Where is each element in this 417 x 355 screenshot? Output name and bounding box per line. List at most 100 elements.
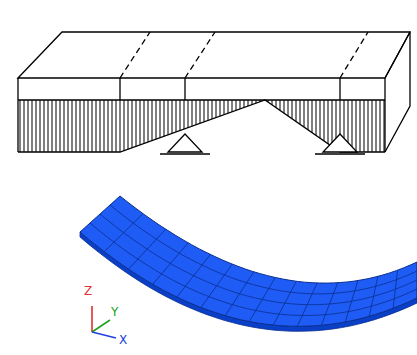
hatch-line: [136, 100, 137, 146]
hatch-line: [208, 100, 209, 120]
beam-box: [18, 32, 410, 152]
hatch-line: [28, 100, 29, 152]
mesh-line: [110, 205, 417, 294]
edge: [184, 78, 185, 100]
hatch-line: [40, 100, 41, 152]
hatch-line: [376, 100, 377, 152]
hatch-line: [124, 100, 125, 151]
hatch-line: [32, 100, 33, 152]
mesh-line: [90, 223, 417, 316]
hatch-line: [24, 100, 25, 152]
hatch-line: [328, 100, 329, 144]
section-line: [340, 32, 368, 78]
mesh-line: [100, 214, 417, 305]
hatch-line: [324, 100, 325, 141]
section-line: [120, 32, 150, 78]
hatch-line: [76, 100, 77, 152]
hatch-line: [152, 100, 153, 141]
edge: [17, 78, 18, 152]
hatch-line: [68, 100, 69, 152]
hatch-line: [292, 100, 293, 119]
hatch-line: [48, 100, 49, 152]
hatch-line: [84, 100, 85, 152]
hatch-line: [368, 100, 369, 152]
hatch-line: [248, 100, 249, 106]
hatch-line: [120, 100, 121, 152]
hatch-line: [232, 100, 233, 112]
hatch-line: [180, 100, 181, 130]
edge: [119, 78, 120, 100]
hatch-line: [160, 100, 161, 138]
edge: [384, 78, 385, 152]
edge: [18, 99, 385, 100]
hatch-line: [372, 100, 373, 152]
hatch-line: [288, 100, 289, 116]
hatch-line: [140, 100, 141, 145]
section-line: [185, 32, 215, 78]
hatch-line: [92, 100, 93, 152]
hatch-line: [200, 100, 201, 123]
hatch-line: [316, 100, 317, 135]
hatch-line: [168, 100, 169, 135]
axis-label: Y: [111, 305, 118, 319]
hatch-line: [192, 100, 193, 126]
edge: [339, 78, 340, 100]
hatch-line: [36, 100, 37, 152]
hatch-line: [364, 100, 365, 152]
hatch-line: [96, 100, 97, 152]
hatch-line: [116, 100, 117, 152]
hatch-line: [196, 100, 197, 125]
hatch-line: [284, 100, 285, 113]
hatch-line: [236, 100, 237, 110]
hatch-line: [156, 100, 157, 139]
hatch-line: [56, 100, 57, 152]
hatch-line: [104, 100, 105, 152]
hatch-line: [172, 100, 173, 133]
hatch-line: [224, 100, 225, 115]
hatch-line: [296, 100, 297, 121]
hatch-line: [380, 100, 381, 152]
hatch-line: [240, 100, 241, 109]
y-axis: [92, 320, 110, 332]
hatch-line: [300, 100, 301, 124]
hatch-line: [44, 100, 45, 152]
top-face: [18, 32, 410, 78]
hatch-line: [356, 100, 357, 152]
support-symbol: [168, 134, 202, 152]
hatch-line: [100, 100, 101, 152]
mesh-surface: [80, 196, 417, 326]
hatch-line: [64, 100, 65, 152]
hatch-line: [360, 100, 361, 152]
hatch-line: [20, 100, 21, 152]
hatch-line: [304, 100, 305, 127]
hatch-line: [332, 100, 333, 146]
hatch-line: [276, 100, 277, 108]
hatch-line: [352, 100, 353, 152]
z-axis: [91, 306, 93, 332]
hatch-line: [72, 100, 73, 152]
support-base: [160, 153, 210, 154]
hatch-line: [280, 100, 281, 110]
axis-label: X: [119, 333, 127, 347]
hatch-line: [204, 100, 205, 122]
support-symbol: [323, 134, 357, 152]
deformed-mesh: [80, 196, 417, 331]
axis-label: Z: [84, 284, 92, 298]
hatch-line: [244, 100, 245, 108]
hatch-line: [164, 100, 165, 136]
hatch-line: [52, 100, 53, 152]
hatch-line: [108, 100, 109, 152]
hatch-line: [312, 100, 313, 133]
hatch-line: [216, 100, 217, 118]
hatch-line: [148, 100, 149, 142]
hatch-line: [212, 100, 213, 119]
hatch-line: [132, 100, 133, 148]
hatch-line: [184, 100, 185, 129]
hatch-line: [80, 100, 81, 152]
x-axis: [92, 332, 116, 338]
hatch-line: [188, 100, 189, 128]
hatch-line: [144, 100, 145, 143]
support-symbol: [160, 134, 365, 154]
hatch-line: [384, 100, 385, 152]
